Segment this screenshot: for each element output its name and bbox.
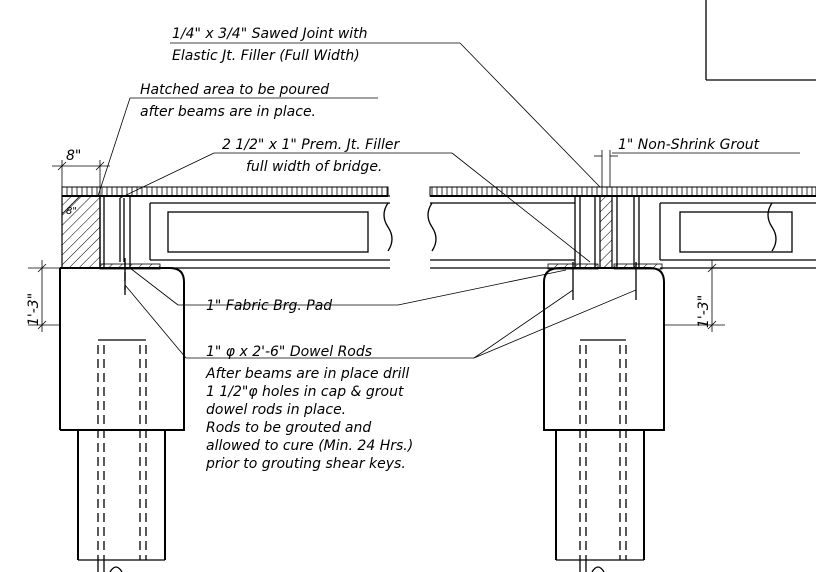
right-pier-cap xyxy=(543,267,665,431)
hatched-area-line2: after beams are in place. xyxy=(140,104,316,120)
sawed-joint-line1: 1/4" x 3/4" Sawed Joint with xyxy=(172,26,368,42)
left-pier-cap xyxy=(59,267,185,431)
dowel-rods-label: 1" φ x 2'-6" Dowel Rods xyxy=(206,344,372,360)
left-dimension-1-3 xyxy=(28,260,60,332)
right-shear-key-grout xyxy=(594,150,618,269)
right-dimension-1-3 xyxy=(664,260,725,332)
prem-filler-line1: 2 1/2" x 1" Prem. Jt. Filler xyxy=(222,137,401,153)
hatched-area-line1: Hatched area to be poured xyxy=(140,82,329,98)
prem-filler-line2: full width of bridge. xyxy=(246,159,382,175)
left-deck xyxy=(61,186,393,269)
small-8in-label: 8" xyxy=(66,206,77,217)
leader-lines xyxy=(97,42,800,359)
fabric-bearing-pad-label: 1" Fabric Brg. Pad xyxy=(206,298,332,314)
right-dimension-label: 1'-3" xyxy=(696,295,712,328)
frame-fragment xyxy=(705,0,816,81)
instruction-line-6: prior to grouting shear keys. xyxy=(205,456,406,472)
right-dowel-rods xyxy=(572,262,637,300)
instruction-line-1: After beams are in place drill xyxy=(205,366,409,382)
sawed-joint-line2: Elastic Jt. Filler (Full Width) xyxy=(172,48,360,64)
dimension-8in-label: 8" xyxy=(66,148,81,164)
right-pier-column xyxy=(555,339,645,572)
instruction-line-2: 1 1/2"φ holes in cap & grout xyxy=(206,384,404,400)
instruction-line-5: allowed to cure (Min. 24 Hrs.) xyxy=(206,438,413,454)
instruction-line-4: Rods to be grouted and xyxy=(206,420,371,436)
right-deck xyxy=(427,186,816,269)
left-hatched-pour-area xyxy=(61,195,105,269)
left-dimension-label: 1'-3" xyxy=(26,293,42,326)
left-pier-column xyxy=(77,339,166,572)
instruction-line-3: dowel rods in place. xyxy=(206,402,346,418)
non-shrink-grout-label: 1" Non-Shrink Grout xyxy=(618,137,760,153)
